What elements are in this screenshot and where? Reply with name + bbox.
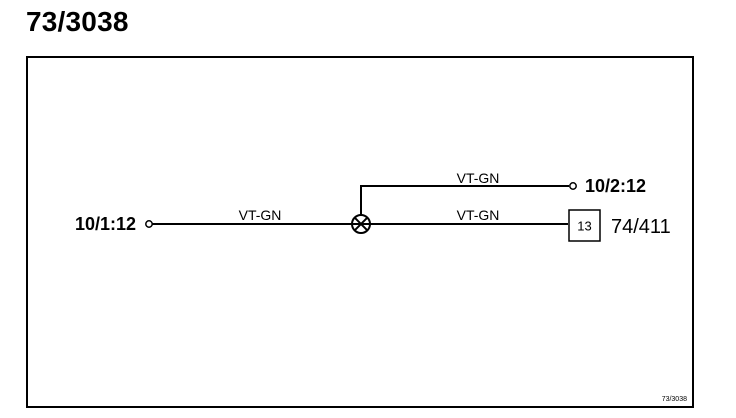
component-pin-box[interactable] xyxy=(568,209,601,242)
wire-label-lower-branch: VT-GN xyxy=(457,207,500,223)
wire-label-main-left: VT-GN xyxy=(239,207,282,223)
connector-terminal-top-right[interactable] xyxy=(569,182,577,190)
page-title: 73/3038 xyxy=(26,6,129,37)
splice-point-icon[interactable] xyxy=(351,214,371,234)
wire-label-upper-branch: VT-GN xyxy=(457,170,500,186)
connector-label-left: 10/1:12 xyxy=(75,214,136,234)
component-pin-label: 13 xyxy=(577,219,591,234)
diagram-frame xyxy=(26,56,694,408)
connector-terminal-left[interactable] xyxy=(145,220,153,228)
wire-upper-branch xyxy=(360,185,569,215)
footer-code: 73/3038 xyxy=(662,396,687,403)
connector-label-top-right: 10/2:12 xyxy=(585,176,646,196)
component-reference-label: 74/411 xyxy=(611,216,671,238)
